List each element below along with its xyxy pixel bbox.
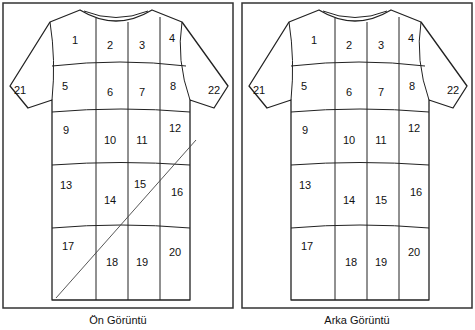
region-number: 13 (299, 179, 311, 191)
region-number: 2 (107, 39, 113, 51)
region-number: 14 (104, 194, 116, 206)
region-number: 5 (301, 80, 307, 92)
region-number: 21 (14, 84, 26, 96)
region-number: 19 (375, 256, 387, 268)
region-number: 19 (136, 256, 148, 268)
region-number: 17 (62, 240, 74, 252)
region-number: 11 (375, 134, 386, 146)
region-number: 16 (171, 186, 183, 198)
region-number: 16 (410, 186, 422, 198)
region-number: 8 (170, 80, 176, 92)
region-number: 4 (408, 32, 414, 44)
region-number: 10 (104, 134, 116, 146)
region-number: 17 (301, 240, 313, 252)
region-number: 12 (408, 122, 420, 134)
region-number: 3 (139, 39, 145, 51)
view-caption: Arka Görüntü (324, 314, 389, 326)
region-number: 13 (60, 179, 72, 191)
region-number: 20 (408, 246, 420, 258)
region-number: 3 (378, 39, 384, 51)
region-number: 6 (346, 86, 352, 98)
view-caption: Ön Görüntü (89, 314, 146, 326)
region-number: 1 (72, 34, 78, 46)
region-number: 9 (63, 124, 69, 136)
region-number: 12 (169, 122, 181, 134)
region-number: 15 (375, 194, 387, 206)
diagonal-line (56, 140, 196, 298)
region-number: 2 (346, 39, 352, 51)
region-number: 7 (378, 86, 384, 98)
region-number: 7 (139, 86, 145, 98)
region-number: 1 (311, 34, 317, 46)
region-number: 20 (169, 246, 181, 258)
region-number: 18 (106, 256, 118, 268)
region-number: 10 (343, 134, 355, 146)
region-number: 8 (409, 80, 415, 92)
region-number: 21 (253, 84, 265, 96)
region-number: 11 (136, 134, 147, 146)
region-number: 22 (208, 84, 220, 96)
region-number: 6 (107, 86, 113, 98)
region-number: 22 (447, 84, 459, 96)
region-number: 4 (169, 32, 175, 44)
region-number: 14 (343, 194, 355, 206)
region-number: 15 (134, 178, 146, 190)
region-number: 18 (345, 256, 357, 268)
region-number: 5 (62, 80, 68, 92)
region-number: 9 (302, 124, 308, 136)
